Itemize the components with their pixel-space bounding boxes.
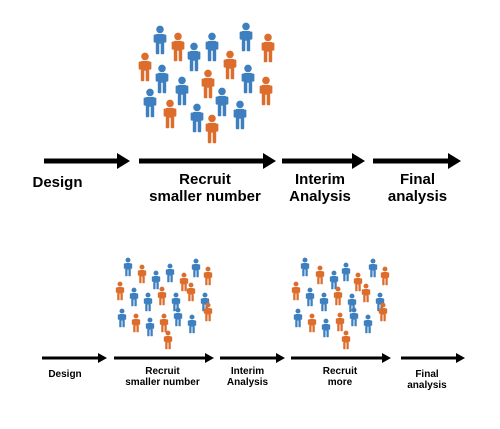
label-line: smaller number	[125, 377, 200, 389]
label-line: Final	[399, 171, 435, 188]
person-icon-orange	[201, 69, 215, 99]
person-icon-blue	[145, 317, 155, 337]
person-icon-blue	[155, 64, 169, 94]
person-icon-orange	[261, 33, 275, 63]
person-icon-orange	[335, 312, 345, 332]
label-line: Analysis	[289, 187, 351, 205]
label-line: analysis	[387, 187, 448, 205]
person-icon-orange	[163, 330, 173, 350]
person-icon-orange	[333, 286, 343, 306]
person-icon-blue	[319, 292, 329, 312]
bottom-right-crowd	[291, 257, 390, 350]
person-icon-blue	[305, 287, 315, 307]
label-line: Recruit	[322, 366, 358, 377]
person-icon-orange	[171, 32, 185, 62]
person-icon-blue	[321, 318, 331, 338]
person-icon-blue	[187, 314, 197, 334]
person-icon-blue	[368, 258, 378, 278]
person-icon-orange	[307, 313, 317, 333]
person-icon-orange	[131, 313, 141, 333]
person-icon-blue	[143, 292, 153, 312]
person-icon-blue	[233, 100, 247, 130]
top-label-interim: Interim Analysis	[280, 171, 360, 206]
label-line: Final	[415, 369, 439, 380]
person-icon-orange	[115, 281, 125, 301]
top-label-recruit: Recruit smaller number	[130, 171, 280, 206]
person-icon-blue	[190, 103, 204, 133]
person-icon-orange	[341, 330, 351, 350]
person-icon-blue	[123, 257, 133, 277]
person-icon-blue	[165, 263, 175, 283]
person-icon-orange	[137, 264, 147, 284]
arrow-recruit-icon	[139, 153, 276, 169]
person-icon-orange	[159, 313, 169, 333]
label-line: Interim	[230, 366, 265, 377]
label-line: Analysis	[226, 377, 269, 389]
bottom-left-crowd	[115, 257, 213, 350]
person-icon-blue	[151, 270, 161, 290]
label-line: Design	[32, 174, 83, 191]
label-line: Design	[48, 369, 82, 380]
person-icon-blue	[191, 258, 201, 278]
label-line: Recruit	[145, 366, 180, 377]
person-icon-orange	[361, 283, 371, 303]
person-icon-orange	[186, 282, 196, 302]
top-crowd	[138, 22, 275, 144]
person-icon-blue	[363, 314, 373, 334]
label-line: Interim	[294, 171, 345, 188]
person-icon-blue	[205, 32, 219, 62]
label-line: smaller number	[149, 187, 261, 205]
person-icon-orange	[353, 272, 363, 292]
person-icon-orange	[315, 265, 325, 285]
person-icon-blue	[329, 270, 339, 290]
person-icon-orange	[203, 302, 213, 322]
bottom-label-recruit: Recruit smaller number	[105, 366, 220, 388]
person-icon-orange	[259, 76, 273, 106]
person-icon-orange	[223, 50, 237, 80]
person-icon-blue	[143, 88, 157, 118]
person-icon-orange	[205, 114, 219, 144]
top-label-final: Final analysis	[370, 171, 465, 206]
person-icon-orange	[380, 266, 390, 286]
bottom-label-final: Final analysis	[397, 369, 457, 391]
person-icon-blue	[153, 25, 167, 55]
arrow-recruit-more-bottom-icon	[291, 353, 391, 363]
person-icon-blue	[239, 22, 253, 52]
bottom-label-interim: Interim Analysis	[215, 366, 280, 388]
person-icon-orange	[163, 99, 177, 129]
arrow-recruit-bottom-icon	[114, 353, 214, 363]
arrow-design-icon	[44, 153, 130, 169]
label-line: analysis	[407, 380, 447, 392]
person-icon-blue	[241, 64, 255, 94]
person-icon-orange	[138, 52, 152, 82]
arrow-final-icon	[373, 153, 461, 169]
person-icon-blue	[187, 42, 201, 72]
bottom-label-recruit-more: Recruit more	[300, 366, 380, 388]
person-icon-blue	[341, 262, 351, 282]
label-line: more	[327, 377, 353, 389]
person-icon-blue	[300, 257, 310, 277]
arrow-design-bottom-icon	[42, 353, 107, 363]
timeline-arrows	[42, 153, 465, 363]
person-icon-blue	[129, 287, 139, 307]
person-icon-blue	[293, 308, 303, 328]
person-icon-blue	[117, 308, 127, 328]
person-icon-blue	[175, 76, 189, 106]
person-icon-orange	[157, 286, 167, 306]
person-icon-orange	[378, 302, 388, 322]
arrow-final-bottom-icon	[401, 353, 465, 363]
person-icon-blue	[215, 87, 229, 117]
arrow-interim-bottom-icon	[220, 353, 285, 363]
person-icon-orange	[179, 272, 189, 292]
bottom-label-design: Design	[35, 369, 95, 380]
person-icon-orange	[291, 281, 301, 301]
top-label-design: Design	[25, 174, 90, 192]
person-icon-orange	[203, 266, 213, 286]
arrow-interim-icon	[282, 153, 365, 169]
label-line: Recruit	[179, 171, 231, 188]
